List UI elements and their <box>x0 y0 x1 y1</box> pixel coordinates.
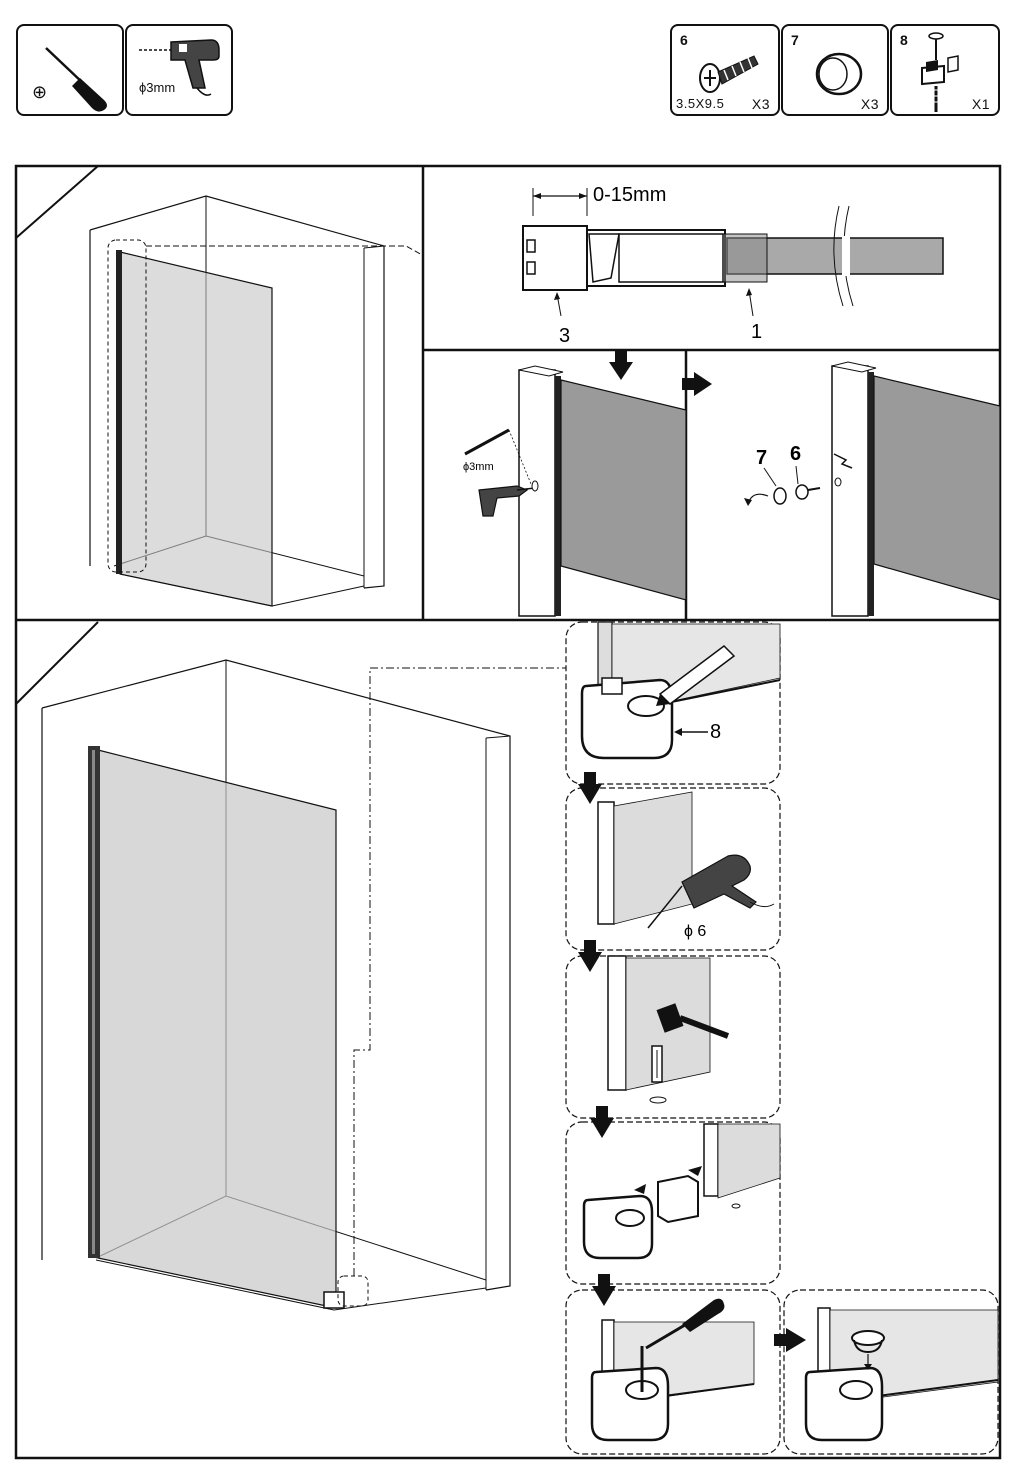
part-number: 6 <box>680 32 688 48</box>
part-qty: X1 <box>971 96 990 112</box>
drill-icon <box>139 39 220 96</box>
label-bracket-8: 8 <box>710 721 721 743</box>
profile-detail: 0-15mm 3 1 <box>522 184 944 347</box>
screw-fixing-panel: 7 6 <box>682 361 1001 617</box>
tool-box-screwdriver: ⊕ <box>16 24 124 116</box>
label-screw-6: 6 <box>790 443 801 465</box>
label-cap-7: 7 <box>756 447 767 469</box>
part-box-8: 8 X1 <box>890 24 1000 116</box>
part-box-6: 6 3.5X9.5 X3 <box>670 24 780 116</box>
screwdriver-icon <box>45 47 107 112</box>
step-drill-floor: ϕ 6 <box>565 772 781 951</box>
tool-box-drill: ϕ3mm <box>125 24 233 116</box>
drill-size-label: ϕ 6 <box>684 923 706 940</box>
part-number: 7 <box>791 32 799 48</box>
part-box-7: 7 X3 <box>781 24 889 116</box>
step-mark-bracket: 8 <box>565 621 781 785</box>
gap-label: 0-15mm <box>593 184 666 206</box>
drilling-panel: ϕ3mm <box>463 350 687 617</box>
drill-size-label: ϕ3mm <box>463 461 494 473</box>
part-number: 8 <box>900 32 908 48</box>
label-part-3: 3 <box>559 325 570 347</box>
step-insert-anchor <box>565 940 781 1119</box>
room-overview-bottom <box>41 659 566 1311</box>
screw-icon <box>699 55 759 93</box>
label-part-1: 1 <box>751 321 762 343</box>
part-spec: 3.5X9.5 <box>676 96 725 111</box>
room-overview-top <box>89 195 425 607</box>
step-fit-cap <box>774 1289 999 1455</box>
phillips-symbol: ⊕ <box>32 82 48 102</box>
part-qty: X3 <box>860 96 879 112</box>
step-screw-bracket <box>565 1274 781 1455</box>
cap-icon <box>815 52 863 96</box>
drill-size-label: ϕ3mm <box>139 80 176 95</box>
part-qty: X3 <box>751 96 770 112</box>
step-assemble-bracket <box>565 1106 781 1285</box>
bracket-assembly-icon <box>921 32 959 112</box>
